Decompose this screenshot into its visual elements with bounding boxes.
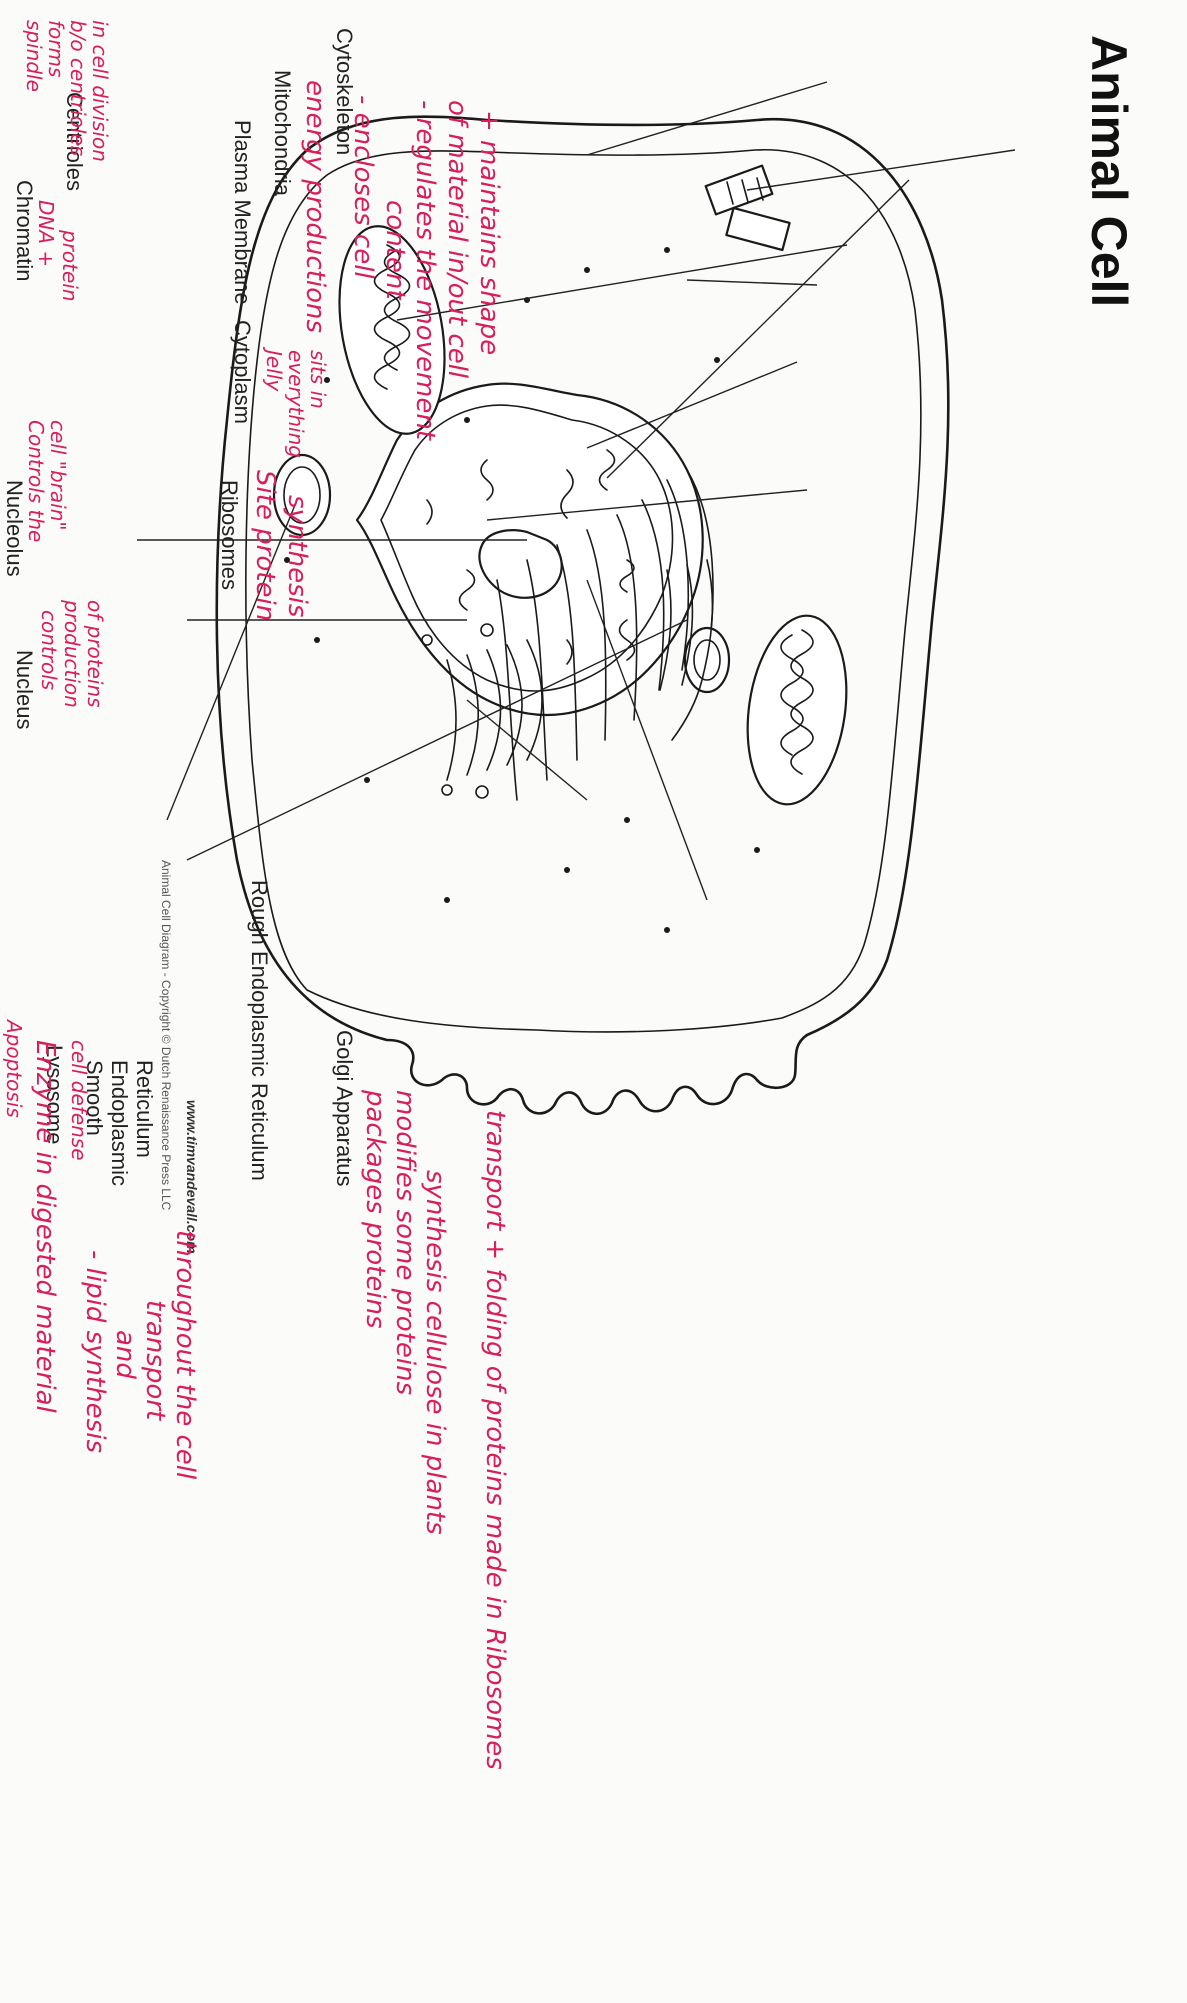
label-smooth-er-3: Reticulum xyxy=(132,1060,157,1158)
note-lysosome-2: Enzyme in digested material xyxy=(30,1040,60,1414)
note-centrioles-1: spindle xyxy=(22,20,46,92)
note-nucleolus-1: Controls the xyxy=(24,420,48,542)
mitochondrion-right xyxy=(736,609,858,811)
note-membrane-3: - regulates the movement xyxy=(410,100,440,441)
note-ser-2: and xyxy=(110,1330,140,1379)
note-ribosomes-1: Site protein xyxy=(250,470,280,621)
note-centrioles-2: forms xyxy=(44,20,68,77)
note-lysosome-3: cell defense xyxy=(67,1040,91,1161)
label-golgi: Golgi Apparatus xyxy=(332,1030,357,1187)
label-mitochondria: Mitochondria xyxy=(270,70,295,197)
page-title: Animal Cell xyxy=(1081,35,1137,307)
note-cytoplasm-2: everything xyxy=(284,350,308,458)
label-nucleus: Nucleus xyxy=(12,650,37,729)
note-rough-er: transport + folding of proteins made in … xyxy=(480,1110,510,1770)
note-membrane-1: - encloses cell xyxy=(348,95,378,279)
note-nucleus-1: controls xyxy=(37,610,61,690)
label-rough-er: Rough Endoplasmic Reticulum xyxy=(247,880,272,1181)
note-centrioles-3: b/o centrioles xyxy=(66,20,90,156)
note-ser-3: transport xyxy=(140,1300,170,1421)
note-chromatin-1: DNA + xyxy=(34,200,58,267)
note-mitochondria: energy productions xyxy=(300,80,330,333)
note-chromatin-2: protein xyxy=(58,229,82,302)
label-smooth-er-2: Endoplasmic xyxy=(107,1060,132,1186)
label-plasma-membrane: Plasma Membrane xyxy=(230,120,255,305)
note-cytoplasm-3: sits in xyxy=(306,350,330,409)
centrioles-shape xyxy=(706,166,790,250)
note-golgi-2: modifies some proteins xyxy=(390,1090,420,1395)
note-cytoplasm-1: Jelly xyxy=(262,346,286,392)
label-cytoplasm: Cytoplasm xyxy=(230,320,255,424)
note-ser-4: throughout the cell xyxy=(170,1230,200,1480)
note-membrane-2: content xyxy=(380,200,410,300)
footer-copyright: Animal Cell Diagram - Copyright © Dutch … xyxy=(159,860,173,1211)
note-nucleus-3: of proteins xyxy=(83,600,107,708)
note-golgi-3: synthesis cellulose in plants xyxy=(420,1170,450,1535)
note-membrane-4: of material in/out cell xyxy=(442,100,472,379)
label-ribosomes: Ribosomes xyxy=(217,480,242,590)
note-lysosome-1: Apoptosis xyxy=(2,1018,26,1118)
note-ser-1: - lipid synthesis xyxy=(80,1250,110,1453)
note-ribosomes-2: synthesis xyxy=(282,495,312,617)
note-membrane-5: + maintains shape xyxy=(474,110,504,355)
note-nucleolus-2: cell "brain" xyxy=(46,420,70,531)
note-centrioles-4: in cell division xyxy=(88,20,112,162)
note-nucleus-2: production xyxy=(60,599,84,708)
note-golgi-1: packages proteins xyxy=(360,1089,390,1329)
